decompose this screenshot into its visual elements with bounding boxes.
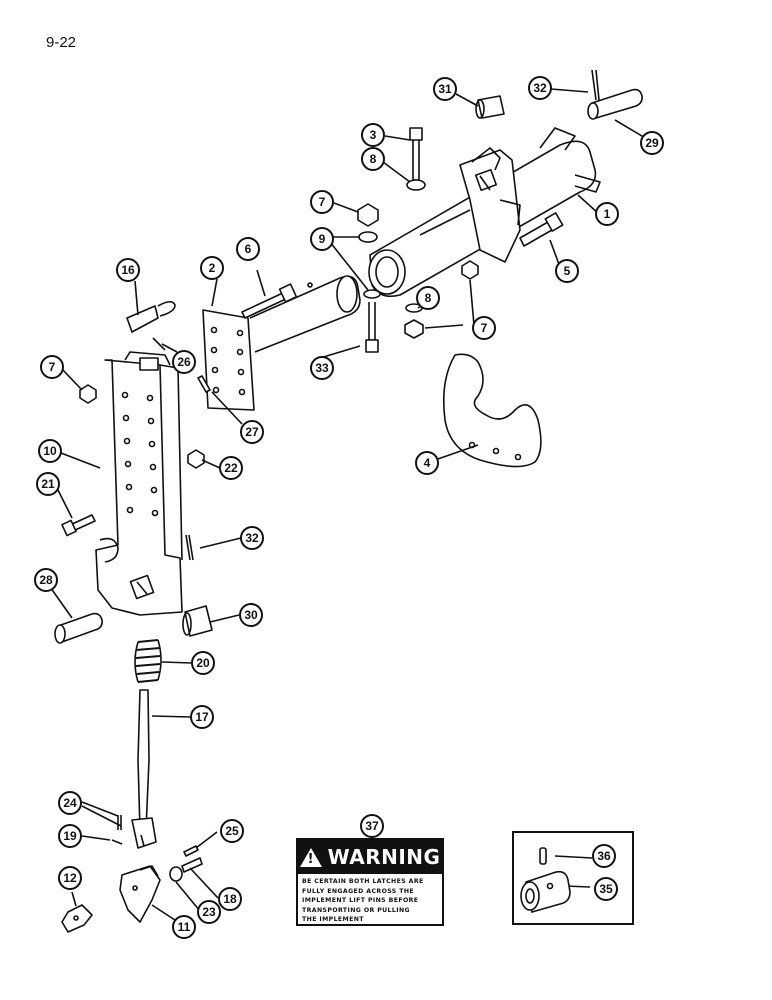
callout-31-text: 31 [438,82,452,96]
callout-32-top-text: 32 [533,81,547,95]
callout-27 [240,420,264,444]
callout-22 [219,456,243,480]
callout-32-mid-text: 32 [245,531,259,545]
latch-frame [95,351,183,616]
callout-21 [36,472,60,496]
warning-title: WARNING [327,845,441,869]
page-number: 9-22 [46,34,77,51]
callout-23 [197,900,221,924]
callout-8-top [361,147,385,171]
callout-24-text: 24 [63,796,77,810]
callout-24 [58,791,82,815]
bolt-3 [409,127,423,181]
callout-37 [360,814,384,838]
callout-5 [555,259,579,283]
callout-1-text: 1 [604,207,611,221]
callout-18 [218,887,242,911]
callout-29-text: 29 [645,136,659,150]
callout-6 [236,237,260,261]
callout-27-text: 27 [245,425,259,439]
callout-11-text: 11 [178,920,191,934]
callout-4-text: 4 [424,456,431,470]
warning-line: THE IMPLEMENT [302,916,364,923]
callout-22-text: 22 [224,461,238,475]
callout-28 [34,568,58,592]
callout-7-low [472,316,496,340]
callout-12-text: 12 [63,871,77,885]
callout-2-text: 2 [209,261,216,275]
callout-7-top-text: 7 [319,195,326,209]
warning-triangle-icon: ! [299,847,322,867]
callout-2 [200,256,224,280]
warning-line: FULLY ENGAGED ACROSS THE [302,887,415,895]
callout-26-text: 26 [177,355,191,369]
callout-26 [172,350,196,374]
callout-3 [361,123,385,147]
warning-line: TRANSPORTING OR PULLING [302,906,411,914]
callout-35 [594,877,618,901]
callout-17 [190,705,214,729]
callout-8-low [416,286,440,310]
warning-line: IMPLEMENT LIFT PINS BEFORE [302,897,419,904]
callout-28-text: 28 [39,573,53,587]
cross-tube [368,127,601,298]
callout-23-text: 23 [202,905,216,919]
callout-21-text: 21 [41,477,55,491]
callout-11 [172,915,196,939]
callout-32-mid [240,526,264,550]
callout-30 [239,603,263,627]
callout-8-top-text: 8 [370,152,377,166]
inset-detail-box [512,831,634,925]
warning-line: BE CERTAIN BOTH LATCHES ARE [302,878,424,885]
callout-16 [116,258,140,282]
callout-25-text: 25 [225,824,239,838]
callout-7-left [40,355,64,379]
callout-8-low-text: 8 [425,291,432,305]
warning-header: ! WARNING [298,840,442,874]
callout-37-text: 37 [365,819,379,833]
callout-20-text: 20 [196,656,210,670]
callout-16-text: 16 [121,263,135,277]
warning-decal: ! WARNING BE CERTAIN BOTH LATCHES ARE FU… [296,838,444,926]
callout-1 [595,202,619,226]
callout-5-text: 5 [564,264,571,278]
callout-30-text: 30 [244,608,258,622]
callout-19 [58,824,82,848]
callout-9-text: 9 [319,232,326,246]
callout-36 [592,844,616,868]
callout-33 [310,356,334,380]
callout-32-top [528,76,552,100]
callout-18-text: 18 [223,892,237,906]
callout-7-left-text: 7 [49,360,56,374]
callout-31 [433,77,457,101]
callout-20 [191,651,215,675]
callout-19-text: 19 [63,829,77,843]
callout-4 [415,451,439,475]
callout-25 [220,819,244,843]
callout-3-text: 3 [370,128,377,142]
callout-10 [38,439,62,463]
callout-9 [310,227,334,251]
callout-7-top [310,190,334,214]
callout-7-low-text: 7 [481,321,488,335]
callout-33-text: 33 [315,361,329,375]
callout-6-text: 6 [245,242,252,256]
callout-10-text: 10 [43,444,57,458]
plate-tube [202,275,361,411]
callout-17-text: 17 [195,710,209,724]
callout-35-text: 35 [599,882,613,896]
callout-36-text: 36 [597,849,611,863]
callout-29 [640,131,664,155]
warning-text: BE CERTAIN BOTH LATCHES ARE FULLY ENGAGE… [298,874,442,928]
callout-12 [58,866,82,890]
